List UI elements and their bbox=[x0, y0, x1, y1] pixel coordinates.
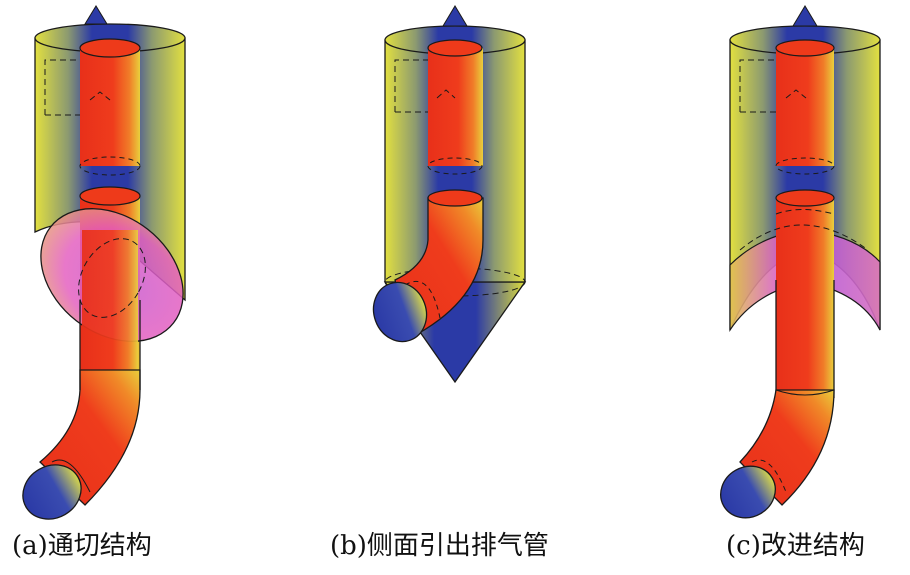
panel-c-lower-pipe-top bbox=[775, 189, 835, 207]
panel-a-bend-ring bbox=[51, 459, 91, 493]
panel-c-inner-guide bbox=[739, 59, 807, 113]
panel-c-cut-dashed bbox=[739, 209, 869, 251]
panel-a-upper-pipe-bottom bbox=[79, 156, 141, 176]
caption-panel-c: (c)改进结构 bbox=[726, 531, 865, 561]
panel-a-pipe-through bbox=[82, 230, 138, 380]
panel-c-bend-ring-top bbox=[775, 389, 835, 396]
panel-a-inner-guide bbox=[44, 59, 111, 116]
panel-c-end-cap bbox=[720, 465, 776, 519]
panel-c-bend-ring bbox=[751, 459, 787, 493]
panel-a-cut-dashed bbox=[78, 238, 146, 318]
panel-b-inner-guide bbox=[394, 59, 456, 113]
panel-b-diagram bbox=[372, 5, 527, 384]
panel-c-upper-pipe bbox=[776, 48, 834, 166]
caption-panel-a: (a)通切结构 bbox=[12, 531, 152, 561]
panel-c-upper-pipe-top bbox=[775, 39, 835, 57]
panel-b-end-cap bbox=[372, 281, 428, 343]
panel-b-upper-pipe bbox=[428, 48, 483, 166]
panel-b-tip bbox=[442, 5, 468, 27]
panel-b-upper-pipe-bottom bbox=[427, 157, 483, 175]
panel-a-end-cap bbox=[22, 464, 82, 520]
panel-a-lower-pipe-top bbox=[79, 186, 141, 206]
panel-a-tip bbox=[84, 5, 108, 25]
panel-c-tip bbox=[792, 5, 818, 27]
panel-a-upper-pipe bbox=[80, 48, 140, 166]
panel-c-diagram bbox=[720, 5, 881, 519]
panel-a-upper-pipe-top bbox=[79, 38, 141, 58]
panel-b-bend-ring bbox=[404, 280, 441, 319]
panel-c-upper-pipe-bottom bbox=[775, 157, 835, 175]
panel-b-lower-pipe-top bbox=[427, 189, 483, 207]
panel-a-diagram bbox=[22, 5, 186, 520]
caption-panel-b: (b)侧面引出排气管 bbox=[330, 531, 549, 561]
panel-c-lower-pipe bbox=[776, 198, 834, 398]
panel-b-upper-pipe-top bbox=[427, 39, 483, 57]
